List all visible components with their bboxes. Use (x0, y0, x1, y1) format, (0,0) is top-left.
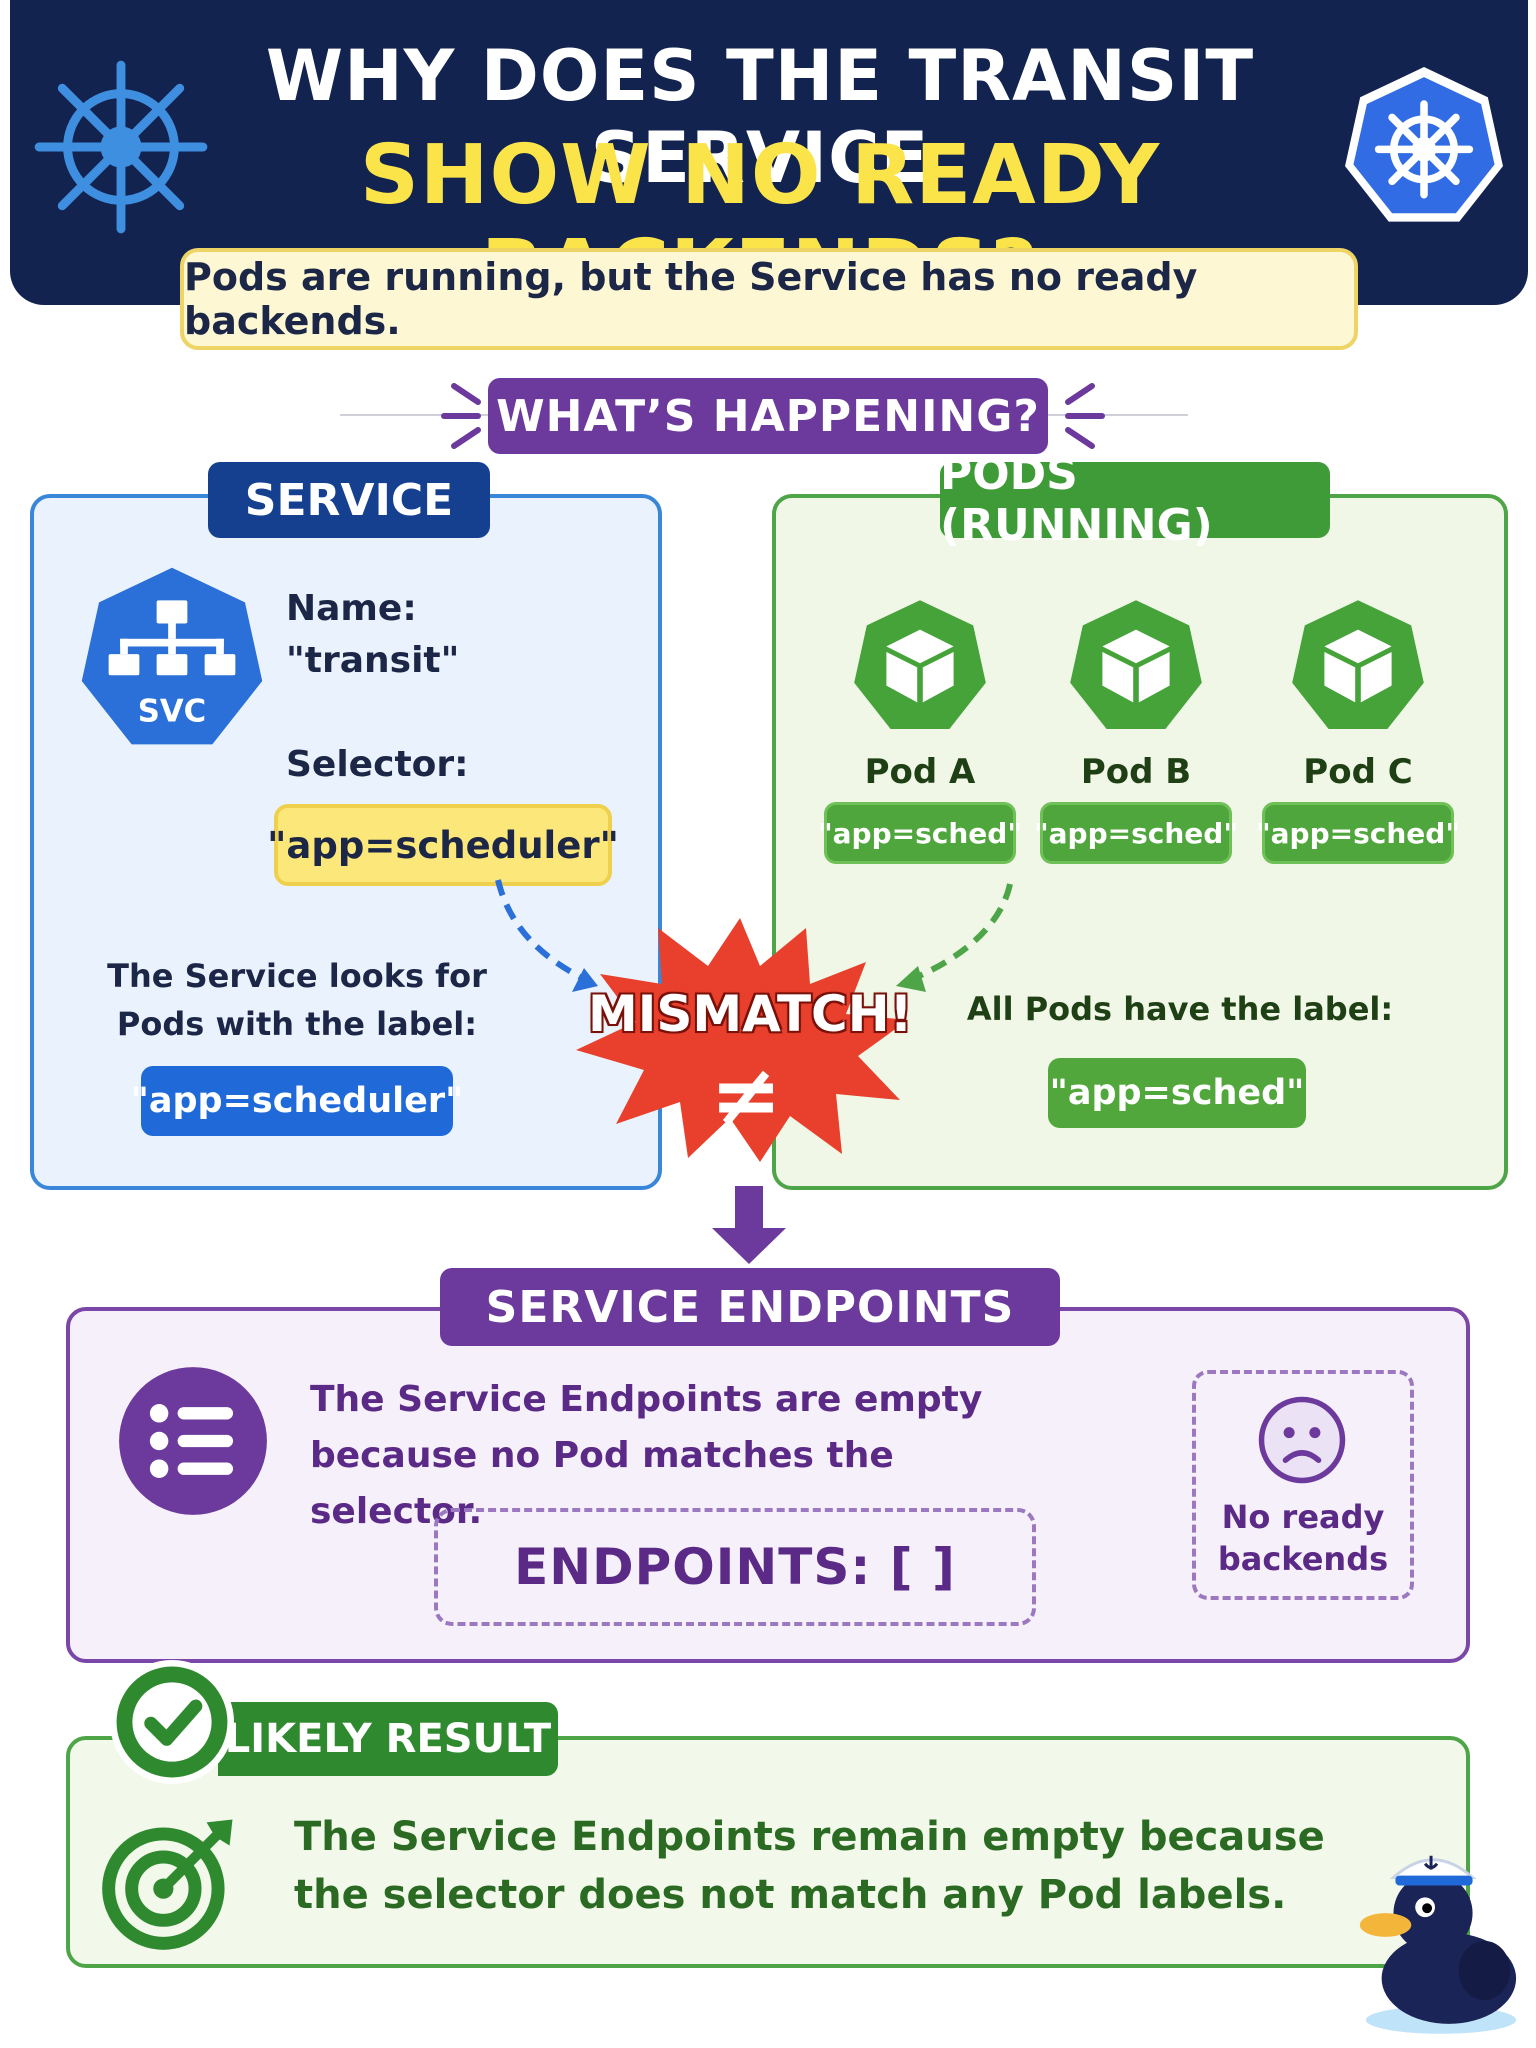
subtitle-banner: Pods are running, but the Service has no… (180, 248, 1358, 350)
divider-right (1048, 414, 1188, 416)
pod-cube-icon (854, 600, 986, 729)
pods-tab: PODS (RUNNING) (940, 449, 1330, 551)
kubernetes-logo-icon (1345, 67, 1503, 222)
not-equal-symbol: ≠ (709, 1046, 783, 1146)
svc-badge: SVC (138, 693, 206, 729)
likely-result-text: The Service Endpoints remain empty becau… (294, 1814, 1325, 1918)
spark-left-icon (441, 383, 481, 449)
title-line-1: WHY DOES THE TRANSIT SERVICE (265, 35, 1255, 199)
ship-wheel-icon (34, 60, 208, 234)
mismatch-burst-icon (576, 918, 908, 1162)
service-label-value: "app=scheduler" (131, 1066, 463, 1136)
pods-all-have-text: All Pods have the label: (966, 990, 1394, 1028)
selector-value: "app=scheduler" (267, 804, 619, 886)
pod-b-label: "app=sched" (1034, 802, 1238, 864)
down-arrow-head (712, 1228, 786, 1264)
pod-c-label: "app=sched" (1256, 802, 1460, 864)
service-name-value: "transit" (286, 640, 460, 681)
service-tab: SERVICE (208, 462, 490, 538)
likely-result-tab: LIKELY RESULT (218, 1702, 558, 1776)
pods-label-value: "app=sched" (1048, 1058, 1306, 1128)
pod-cube-icon (1292, 600, 1424, 729)
pod-a-label: "app=sched" (818, 802, 1022, 864)
endpoints-description: The Service Endpoints are empty because … (310, 1379, 983, 1532)
down-arrow-shaft (735, 1186, 763, 1232)
pod-cube-icon (1070, 600, 1202, 729)
divider-left (340, 414, 490, 416)
mismatch-text: MISMATCH! (588, 985, 913, 1043)
service-name-label: Name: (286, 588, 417, 629)
whats-happening-label: WHAT’S HAPPENING? (488, 378, 1048, 454)
endpoints-tab: SERVICE ENDPOINTS (440, 1268, 1060, 1346)
spark-right-icon (1065, 383, 1105, 449)
selector-label: Selector: (286, 744, 469, 785)
pod-c-name: Pod C (1303, 752, 1413, 792)
sad-face-icon (1258, 1396, 1346, 1484)
pod-b-name: Pod B (1080, 752, 1192, 792)
service-network-icon: SVC (81, 567, 263, 745)
sailor-duck-icon (1359, 1855, 1517, 2034)
endpoints-value: ENDPOINTS: [ ] (434, 1508, 1036, 1626)
service-looks-for-text: The Service looks for Pods with the labe… (107, 957, 487, 1043)
no-ready-backends-text: No ready backends (1217, 1498, 1389, 1578)
check-icon (109, 1659, 235, 1785)
list-icon (119, 1367, 267, 1515)
target-icon (102, 1819, 233, 1950)
mismatch-burst-shape (576, 918, 908, 1162)
pod-a-name: Pod A (864, 752, 976, 792)
no-ready-backends-box (1192, 1370, 1414, 1600)
